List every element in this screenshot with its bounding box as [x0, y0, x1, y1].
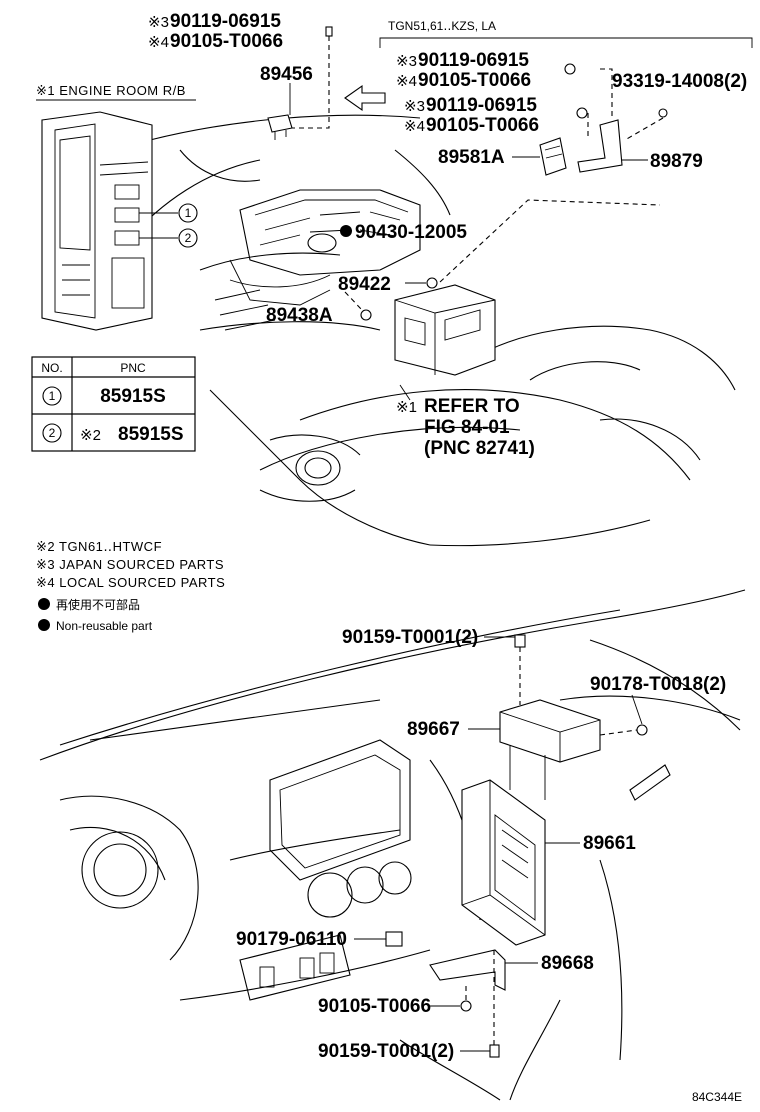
bolt-icon	[325, 26, 333, 37]
part-number: 90105-T0066	[418, 70, 531, 91]
non-reusable-legend-icon	[38, 598, 50, 610]
ecu-89661	[461, 779, 546, 946]
refer-note-line: (PNC 82741)	[424, 438, 535, 459]
part-number: 89668	[541, 953, 594, 974]
engine-room-relay-block	[41, 111, 178, 331]
dashboard-illustration	[39, 589, 746, 1101]
part-number: 90159-T0001(2)	[318, 1041, 454, 1062]
part-number: 89581A	[438, 147, 505, 168]
part-number: 90105-T0066	[426, 115, 539, 136]
part-number: 89438A	[266, 305, 333, 326]
note-line: ※4 LOCAL SOURCED PARTS	[36, 575, 225, 590]
table-cell: ※2	[80, 427, 101, 444]
refer-note-line: REFER TO	[424, 396, 520, 417]
callout-code: ※3	[148, 14, 169, 31]
clip-icon	[385, 931, 403, 947]
legend-text: 再使用不可部品	[56, 597, 140, 612]
note-line: ※2 TGN61‥HTWCF	[36, 539, 162, 554]
callout-code: ※4	[404, 118, 425, 135]
bolt-icon	[636, 724, 648, 736]
bracket-89879	[577, 119, 623, 173]
callout-code: ※3	[404, 98, 425, 115]
bolt-icon	[460, 1000, 472, 1012]
pnc-table: NO. PNC 1 85915S 2 ※2 85915S	[31, 356, 196, 452]
bolt-icon	[489, 1044, 500, 1058]
part-number: 90119-06915	[418, 50, 529, 71]
note-line: ※3 JAPAN SOURCED PARTS	[36, 557, 224, 572]
clip-icon	[426, 277, 438, 289]
callout-code: ※4	[148, 34, 169, 51]
bolt-icon	[576, 107, 588, 119]
direction-arrow-icon	[344, 84, 386, 112]
engine-bay-illustration	[119, 114, 736, 547]
part-number: 90178-T0018(2)	[590, 674, 726, 695]
part-number: 89456	[260, 64, 313, 85]
part-number: 89879	[650, 151, 703, 172]
bolt-icon	[658, 108, 668, 118]
callout-code: ※4	[396, 73, 417, 90]
table-cell: 85915S	[100, 386, 166, 407]
figure-code: 84C344E	[692, 1090, 742, 1104]
refer-note-line: FIG 84-01	[424, 417, 510, 438]
part-number: 89422	[338, 274, 391, 295]
fuse-marker-1: 1	[178, 203, 198, 223]
part-number: 90159-T0001(2)	[342, 627, 478, 648]
legend-text: Non-reusable part	[56, 619, 153, 633]
engine-room-label: ※1 ENGINE ROOM R/B	[36, 83, 186, 98]
refer-note-code: ※1	[396, 399, 417, 416]
part-number: 89661	[583, 833, 636, 854]
part-number: 90119-06915	[170, 11, 281, 32]
non-reusable-legend-icon	[38, 619, 50, 631]
bracket-89667	[499, 699, 601, 800]
part-number: 89667	[407, 719, 460, 740]
part-number: 93319-14008(2)	[612, 71, 747, 92]
bracket-89668	[429, 949, 506, 991]
part-number: 90119-06915	[426, 95, 537, 116]
variant-header: TGN51,61‥KZS, LA	[388, 19, 496, 33]
table-cell: 2	[49, 426, 56, 440]
table-cell: 1	[49, 389, 56, 403]
part-number: 90179-06110	[236, 929, 347, 950]
connector-89456	[267, 114, 293, 140]
svg-text:2: 2	[185, 231, 192, 245]
bolt-icon	[514, 634, 526, 648]
sensor-89581A	[539, 137, 567, 176]
part-number: 90105-T0066	[170, 31, 283, 52]
non-reusable-marker-icon	[340, 225, 352, 237]
part-number: 90105-T0066	[318, 996, 431, 1017]
callout-code: ※3	[396, 53, 417, 70]
table-header: PNC	[120, 361, 146, 375]
bolt-icon	[564, 63, 576, 75]
clip-icon	[360, 309, 372, 321]
table-cell: 85915S	[118, 424, 184, 445]
part-number: 90430-12005	[355, 222, 467, 243]
svg-text:1: 1	[185, 206, 192, 220]
fuse-marker-2: 2	[178, 228, 198, 248]
table-header: NO.	[41, 361, 62, 375]
